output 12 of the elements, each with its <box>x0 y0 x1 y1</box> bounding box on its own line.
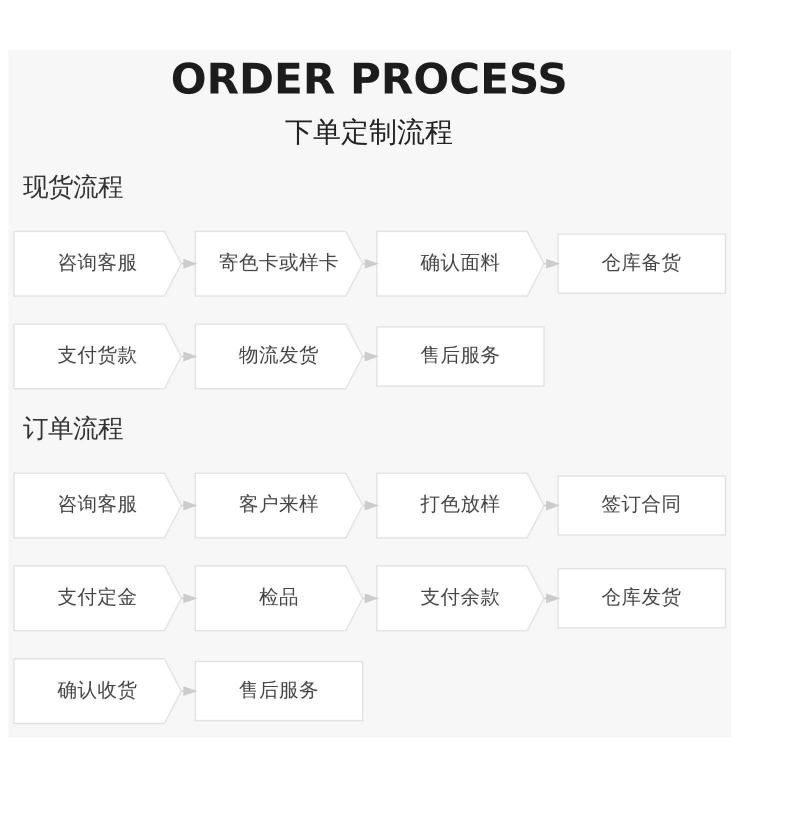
node-box: 签订合同 <box>557 475 726 536</box>
node-box: 仓库发货 <box>557 568 726 629</box>
diagram-title: ORDER PROCESS <box>170 54 568 104</box>
arrow <box>182 258 198 269</box>
label: 下单定制流程 <box>284 115 453 148</box>
node-box: 售后服务 <box>376 326 545 387</box>
label: 现货流程 <box>23 172 124 202</box>
node-box: 售后服务 <box>194 660 364 722</box>
arrow <box>182 686 198 696</box>
arrow <box>182 593 198 604</box>
label: 订单流程 <box>23 414 124 444</box>
node-box: 仓库备货 <box>557 233 726 294</box>
